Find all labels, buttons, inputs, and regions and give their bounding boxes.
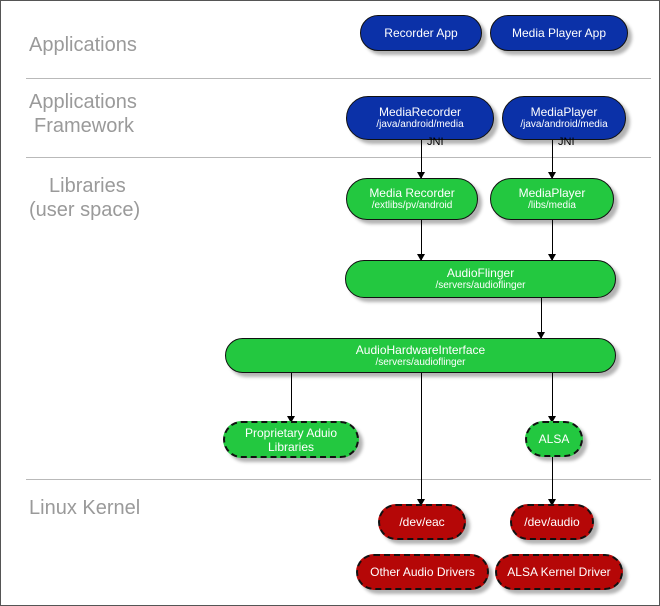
connector-media-recorder-to-audioflinger: [421, 220, 422, 260]
node-audioflinger-title: AudioFlinger: [446, 266, 515, 280]
node-other-audio-drivers[interactable]: Other Audio Drivers: [356, 554, 489, 590]
node-alsa[interactable]: ALSA: [525, 421, 583, 457]
node-media-recorder-library-path: /extlibs/pv/android: [371, 200, 453, 211]
connector-ahi-to-dev-eac: [421, 373, 422, 505]
arrowhead-ahi-to-proprietary-libraries: [287, 416, 295, 423]
node-mediaplayer-framework-title: MediaPlayer: [530, 105, 598, 119]
node-mediaplayer-library-path: /libs/media: [528, 200, 576, 211]
layer-label-libraries-line1: Libraries: [49, 175, 126, 197]
arrowhead-alsa-to-dev-audio: [548, 499, 556, 506]
node-media-recorder-library-title: Media Recorder: [369, 186, 455, 200]
divider-linux-kernel: [26, 479, 651, 480]
node-mediarecorder-framework-path: /java/android/media: [376, 119, 464, 130]
node-audiohardwareinterface-path: /servers/audioflinger: [375, 356, 466, 368]
node-alsa-title: ALSA: [538, 432, 570, 446]
node-audioflinger-path: /servers/audioflinger: [435, 280, 526, 291]
arrowhead-mediarecorder-jni: [417, 172, 425, 179]
node-mediaplayer-framework-path: /java/android/media: [520, 119, 608, 130]
divider-applications: [26, 78, 651, 79]
arrowhead-mediaplayer-to-audioflinger: [548, 254, 556, 261]
connector-ahi-to-alsa: [552, 373, 553, 421]
node-alsa-kernel-driver[interactable]: ALSA Kernel Driver: [495, 554, 623, 590]
node-media-player-app[interactable]: Media Player App: [490, 15, 628, 51]
node-proprietary-audio-libraries[interactable]: Proprietary Aduio Libraries: [223, 421, 359, 458]
edge-label-jni-right: JNI: [558, 136, 575, 148]
connector-mediarecorder-jni: [421, 140, 422, 178]
connector-audioflinger-to-audiohardwareinterface: [541, 298, 542, 338]
node-mediaplayer-framework[interactable]: MediaPlayer /java/android/media: [502, 96, 626, 140]
node-audioflinger[interactable]: AudioFlinger /servers/audioflinger: [345, 260, 616, 298]
arrowhead-ahi-to-dev-eac: [417, 499, 425, 506]
layer-label-libraries-line2: (user space): [29, 199, 141, 221]
edge-label-jni-left: JNI: [427, 136, 444, 148]
arrowhead-mediaplayer-jni: [548, 172, 556, 179]
connector-mediaplayer-jni: [552, 140, 553, 178]
layer-label-applications-framework-line1: Applications: [29, 91, 137, 113]
node-dev-audio[interactable]: /dev/audio: [510, 504, 594, 540]
node-recorder-app[interactable]: Recorder App: [360, 15, 482, 51]
node-proprietary-audio-libraries-line1: Proprietary Aduio: [244, 425, 338, 440]
arrowhead-ahi-to-alsa: [548, 416, 556, 423]
node-media-player-app-title: Media Player App: [511, 26, 607, 40]
layer-label-applications: Applications: [29, 34, 137, 56]
node-audiohardwareinterface[interactable]: AudioHardwareInterface /servers/audiofli…: [225, 338, 616, 373]
node-dev-eac[interactable]: /dev/eac: [378, 504, 466, 540]
node-alsa-kernel-driver-title: ALSA Kernel Driver: [507, 565, 611, 579]
node-recorder-app-title: Recorder App: [384, 26, 458, 40]
node-other-audio-drivers-title: Other Audio Drivers: [370, 565, 475, 579]
node-dev-audio-title: /dev/audio: [524, 515, 580, 529]
connector-mediaplayer-to-audioflinger: [552, 220, 553, 260]
layer-label-linux-kernel: Linux Kernel: [29, 497, 141, 519]
node-mediarecorder-framework[interactable]: MediaRecorder /java/android/media: [346, 96, 494, 140]
node-audiohardwareinterface-title: AudioHardwareInterface: [355, 342, 486, 357]
connector-ahi-to-proprietary-libraries: [291, 373, 292, 421]
node-mediaplayer-library-title: MediaPlayer: [518, 186, 586, 200]
node-mediarecorder-framework-title: MediaRecorder: [378, 105, 462, 119]
divider-applications-framework: [26, 157, 651, 158]
node-mediaplayer-library[interactable]: MediaPlayer /libs/media: [490, 178, 614, 220]
node-media-recorder-library[interactable]: Media Recorder /extlibs/pv/android: [346, 178, 478, 220]
connector-alsa-to-dev-audio: [552, 456, 553, 505]
node-dev-eac-title: /dev/eac: [399, 515, 445, 529]
arrowhead-media-recorder-to-audioflinger: [417, 254, 425, 261]
arrowhead-audioflinger-to-audiohardwareinterface: [537, 332, 545, 339]
node-proprietary-audio-libraries-line2: Libraries: [267, 439, 315, 454]
layer-label-applications-framework-line2: Framework: [34, 115, 135, 137]
